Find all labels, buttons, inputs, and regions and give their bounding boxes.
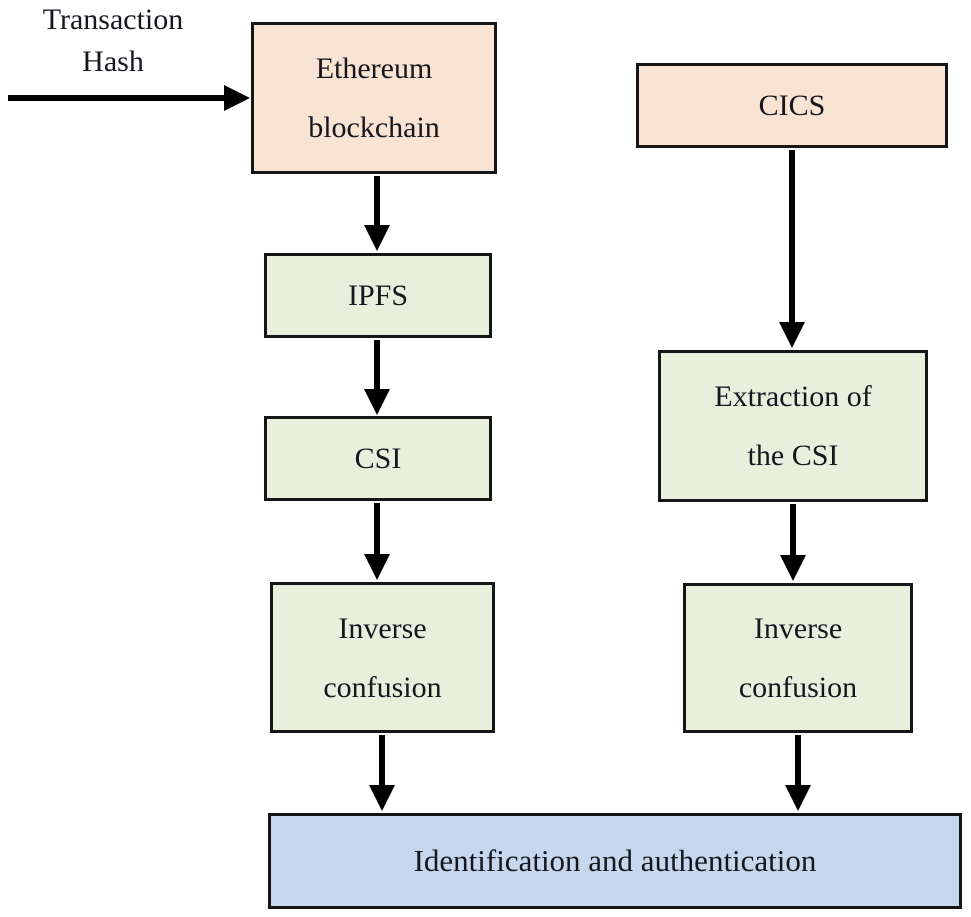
node-ethereum-blockchain: Ethereum blockchain: [251, 22, 497, 174]
node-label-line: IPFS: [347, 279, 409, 312]
arrow-ipfs-to-csi: [364, 340, 390, 415]
node-csi: CSI: [264, 416, 492, 501]
node-label-line: Inverse: [753, 612, 843, 645]
arrow-cics-to-extraction: [779, 150, 805, 348]
arrow-transaction-hash-to-ethereum: [8, 85, 250, 111]
node-inverse-confusion-left: Inverse confusion: [270, 582, 495, 733]
node-label-line: Extraction of: [714, 380, 872, 413]
node-extraction-of-csi: Extraction of the CSI: [658, 350, 928, 502]
node-cics: CICS: [636, 63, 948, 148]
node-label-line: Ethereum: [315, 52, 433, 85]
arrow-csi-to-inverse-confusion-left: [364, 503, 390, 580]
node-inverse-confusion-right: Inverse confusion: [683, 583, 913, 733]
label-line: Hash: [82, 45, 144, 78]
transaction-hash-label: Transaction Hash: [15, 3, 211, 78]
node-label-line: the CSI: [747, 439, 839, 472]
arrow-ethereum-to-ipfs: [364, 176, 390, 251]
label-line: Transaction: [42, 3, 184, 36]
node-label-line: CSI: [354, 442, 402, 475]
arrow-extraction-to-inverse-confusion-right: [780, 504, 806, 581]
node-label-line: confusion: [323, 670, 442, 704]
node-label-line: CICS: [758, 89, 826, 122]
node-label-line: Identification and authentication: [413, 842, 817, 878]
node-ipfs: IPFS: [264, 253, 492, 338]
node-identification-authentication: Identification and authentication: [268, 813, 962, 909]
node-label-line: Inverse: [338, 611, 427, 645]
node-label-line: blockchain: [308, 111, 440, 144]
arrow-inverse-confusion-left-to-identification: [369, 735, 395, 811]
arrow-inverse-confusion-right-to-identification: [785, 735, 811, 811]
node-label-line: confusion: [738, 671, 858, 704]
